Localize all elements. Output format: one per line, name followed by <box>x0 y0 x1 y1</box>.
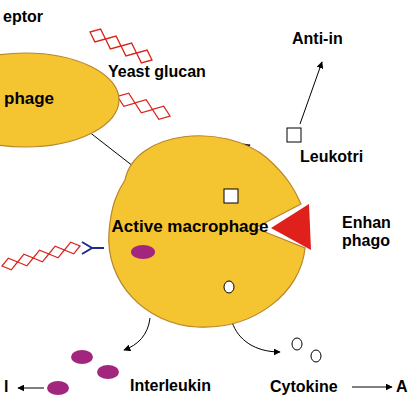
release-arrow <box>232 322 280 352</box>
effect-arrow <box>352 387 392 388</box>
receptor-label: eptor <box>3 8 43 26</box>
interleukin-molecule <box>97 365 119 379</box>
glucan-unit <box>64 242 80 254</box>
product-label: Interleukin <box>130 377 211 395</box>
molecule-label: Yeast glucan <box>108 63 206 81</box>
effect-arrow <box>18 388 44 389</box>
cytokine-molecule <box>292 338 302 350</box>
cytokine-molecule <box>311 350 321 362</box>
glucan-unit <box>135 100 153 113</box>
glucan-unit <box>137 50 153 63</box>
cell-body <box>0 53 119 147</box>
release-arrow <box>124 318 150 350</box>
glucan-unit <box>121 43 137 56</box>
interleukin-molecule <box>71 350 93 364</box>
cytokine-molecule <box>224 281 234 293</box>
glucan-unit <box>33 250 49 262</box>
product-label: Leukotri <box>300 148 363 166</box>
glucan-unit <box>49 246 65 258</box>
glucan-unit <box>18 254 34 266</box>
interleukin-molecule <box>131 245 155 259</box>
leukotriene-square <box>224 189 238 203</box>
resting-macrophage: phage <box>0 52 120 148</box>
effect-label: l <box>4 378 8 396</box>
leukotriene-square <box>287 128 301 142</box>
phagocytosed-particle <box>271 204 311 250</box>
effect-arrow <box>300 62 322 124</box>
effect-label: Anti-in <box>292 30 343 48</box>
cell-name: Active macrophage <box>105 218 275 237</box>
interleukin-molecule <box>47 381 69 395</box>
glucan-unit <box>106 36 122 49</box>
effect-label: A <box>396 378 408 396</box>
cell-name: phage <box>4 90 54 109</box>
glucan-unit <box>153 106 171 119</box>
receptor-symbol <box>82 242 104 254</box>
glucan-unit <box>90 29 106 42</box>
product-label: Cytokine <box>270 378 338 396</box>
glucan-unit <box>118 93 136 106</box>
effect-label: Enhan phago <box>342 214 402 251</box>
glucan-unit <box>2 258 18 270</box>
active-macrophage: Active macrophage <box>105 120 305 332</box>
